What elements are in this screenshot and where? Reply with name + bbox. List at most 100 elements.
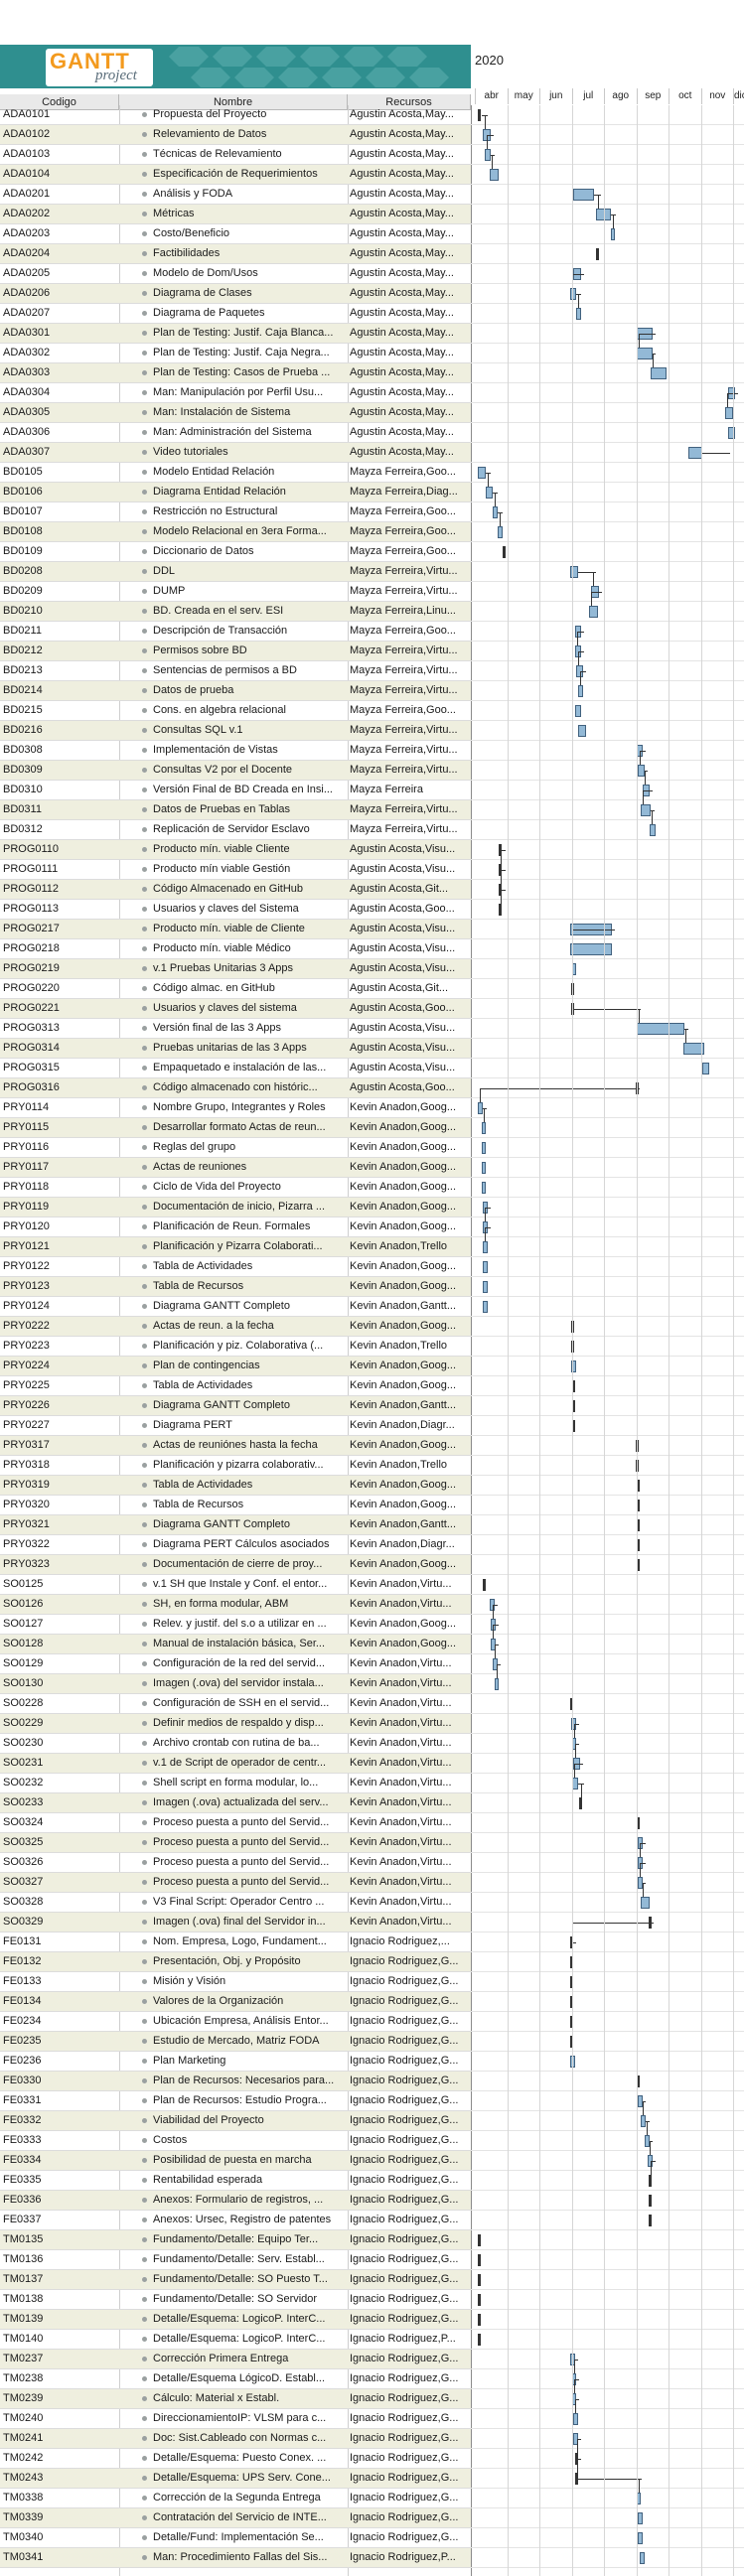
gantt-bar[interactable] [702,1063,709,1074]
gantt-milestone[interactable] [499,844,503,856]
gantt-bar[interactable] [636,348,653,359]
gantt-milestone[interactable] [478,2234,482,2246]
gantt-milestone[interactable] [478,2314,482,2326]
gantt-bar[interactable] [483,1301,488,1313]
gantt-milestone[interactable] [499,884,503,896]
gantt-milestone[interactable] [569,1956,573,1968]
gantt-milestone[interactable] [569,2036,573,2048]
gantt-milestone[interactable] [648,2175,652,2187]
gantt-milestone[interactable] [574,2453,578,2465]
gantt-bar[interactable] [569,2056,576,2068]
gantt-bar[interactable] [638,2095,643,2107]
gantt-milestone[interactable] [636,2075,640,2087]
gantt-bar[interactable] [483,1281,488,1293]
gantt-milestone[interactable] [569,1976,573,1988]
gantt-milestone[interactable] [499,864,503,876]
gantt-bar[interactable] [639,2552,645,2564]
gantt-milestone[interactable] [478,2274,482,2286]
gantt-bar[interactable] [576,308,582,320]
gantt-bar[interactable] [651,367,668,379]
gantt-milestone[interactable] [571,1380,575,1392]
gantt-bar[interactable] [610,228,616,240]
gantt-bar[interactable] [638,1877,643,1889]
gantt-bar[interactable] [649,824,656,836]
gantt-bar[interactable] [494,1678,500,1690]
gantt-bar[interactable] [578,725,587,737]
gantt-milestone[interactable] [478,2334,482,2346]
gantt-bar[interactable] [573,189,595,201]
gantt-milestone[interactable] [478,2294,482,2306]
gantt-milestone[interactable] [648,2215,652,2226]
gantt-bar[interactable] [595,209,611,220]
gantt-milestone[interactable] [595,248,599,260]
gantt-milestone[interactable] [636,1500,640,1511]
gantt-bar[interactable] [636,1023,685,1035]
gantt-milestone[interactable] [572,1420,576,1432]
